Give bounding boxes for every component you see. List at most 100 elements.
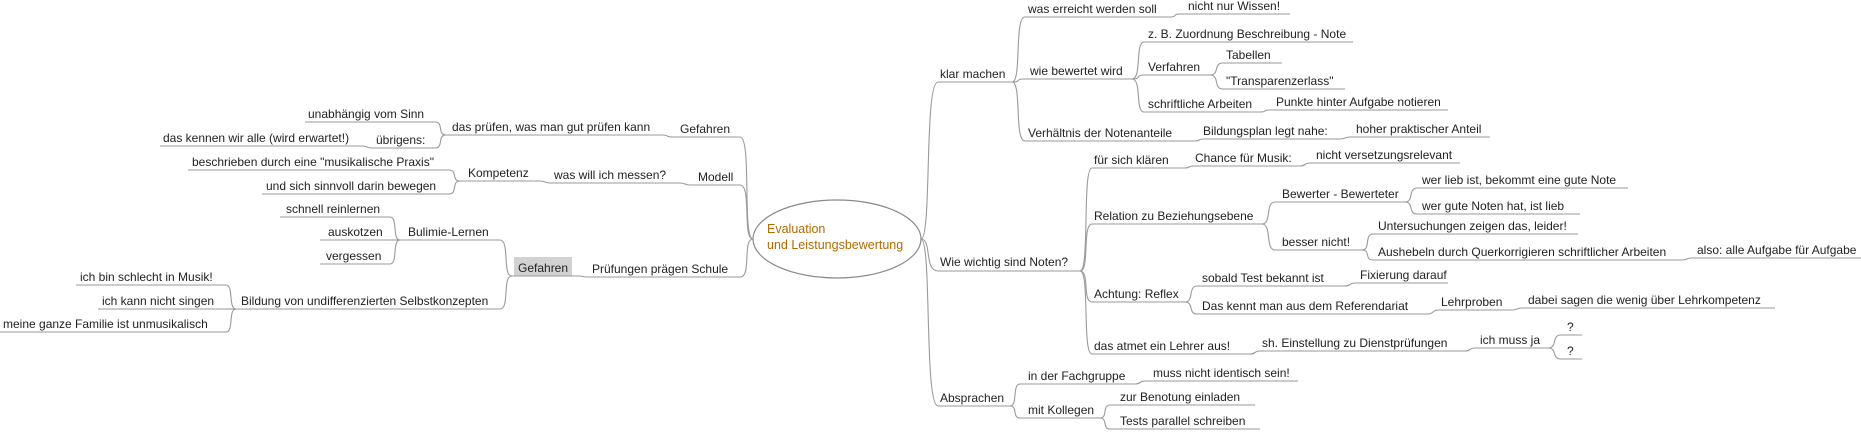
node-vergessen[interactable]: vergessen [326,249,381,263]
node-meine[interactable]: meine ganze Familie ist unmusikalisch [3,317,208,331]
node-modell[interactable]: Modell [698,170,733,184]
node-kompetenz[interactable]: Kompetenz [468,166,529,180]
edge [661,134,673,138]
node-nicht-versetzung[interactable]: nicht versetzungsrelevant [1316,148,1453,162]
edge [1169,13,1181,18]
node-pruefungen[interactable]: Prüfungen prägen Schule [592,262,728,276]
node-uebrigens[interactable]: übrigens: [376,133,425,147]
edge [1547,347,1562,360]
node-q2[interactable]: ? [1567,344,1574,358]
node-wie-bewertet[interactable]: wie bewertet wird [1029,64,1123,78]
edge [1261,201,1276,225]
node-relation[interactable]: Relation zu Beziehungsebene [1094,209,1254,223]
edge [389,239,401,265]
node-achtung[interactable]: Achtung: Reflex [1094,287,1179,301]
node-aushebeln[interactable]: Aushebeln durch Querkorrigieren schriftl… [1378,245,1666,259]
node-muss-nicht[interactable]: muss nicht identisch sein! [1153,366,1290,380]
node-fachgruppe[interactable]: in der Fachgruppe [1028,369,1126,383]
gefahren-highlight [514,257,572,276]
edge [361,145,373,149]
edge [1131,41,1145,80]
edge [1009,405,1021,419]
node-transparenz[interactable]: "Transparenzerlass" [1226,74,1333,88]
edge-root-modell [739,184,754,240]
node-was-messen[interactable]: was will ich messen? [553,168,666,182]
node-also-alle[interactable]: also: alle Aufgabe für Aufgabe [1697,243,1857,257]
node-und-sich[interactable]: und sich sinnvoll darin bewegen [266,179,436,193]
node-q1[interactable]: ? [1567,320,1574,334]
edge [1249,350,1261,355]
root-title-line1: Evaluation [767,222,825,236]
node-klar-machen[interactable]: klar machen [940,67,1005,81]
node-atmet[interactable]: das atmet ein Lehrer aus! [1094,339,1230,353]
node-gefahren-top[interactable]: Gefahren [680,122,730,136]
node-absprachen[interactable]: Absprachen [940,391,1004,405]
edge [1339,136,1351,140]
edge [448,169,461,182]
node-fixierung[interactable]: Fixierung darauf [1360,268,1447,282]
node-punkte[interactable]: Punkte hinter Aufgabe notieren [1276,95,1441,109]
node-das-kennt[interactable]: Das kennt man aus dem Referendariat [1202,299,1409,313]
node-unabhaengig[interactable]: unabhängig vom Sinn [308,107,424,121]
edge [225,284,237,310]
node-hoher[interactable]: hoher praktischer Anteil [1356,122,1481,136]
edge [1009,383,1021,407]
node-chance[interactable]: Chance für Musik: [1195,151,1292,165]
edge [1011,16,1026,83]
node-verhaeltnis[interactable]: Verhältnis der Notenanteile [1028,126,1172,140]
edge [1079,167,1093,272]
node-wie-wichtig[interactable]: Wie wichtig sind Noten? [940,255,1068,269]
edge [539,180,551,184]
node-bildungsplan[interactable]: Bildungsplan legt nahe: [1203,124,1328,138]
node-zuordnung[interactable]: z. B. Zuordnung Beschreibung - Note [1148,27,1346,41]
node-wer-gute[interactable]: wer gute Noten hat, ist lieb [1421,199,1564,213]
node-bulimie[interactable]: Bulimie-Lernen [408,225,489,239]
node-sobald[interactable]: sobald Test bekannt ist [1202,271,1325,285]
node-dabei[interactable]: dabei sagen die wenig über Lehrkompetenz [1528,293,1761,307]
edge [1184,301,1198,315]
edge [1099,417,1111,430]
edge [1131,74,1145,80]
edge [1011,81,1026,142]
node-nicht-nur-wissen[interactable]: nicht nur Wissen! [1188,0,1280,13]
node-tabellen[interactable]: Tabellen [1226,48,1271,62]
edge [1511,307,1523,311]
node-besser-nicht[interactable]: besser nicht! [1282,235,1350,249]
node-was-erreicht[interactable]: was erreicht werden soll [1027,2,1157,16]
node-mit-kollegen[interactable]: mit Kollegen [1028,403,1094,417]
edge [1404,201,1418,215]
edge [1099,404,1111,419]
node-ich-bin[interactable]: ich bin schlecht in Musik! [80,270,213,284]
edge [1361,233,1374,251]
root-title-line2: und Leistungsbewertung [767,238,903,252]
node-beschrieben[interactable]: beschrieben durch eine "musikalische Pra… [192,155,434,169]
node-ich-muss[interactable]: ich muss ja [1480,333,1540,347]
node-gefahren-highlight[interactable]: Gefahren [518,261,568,275]
edge [1079,223,1093,272]
edge [1681,257,1693,261]
edge [1427,309,1439,315]
edge [1259,109,1271,113]
node-lehrproben[interactable]: Lehrproben [1441,295,1502,309]
node-untersuchungen[interactable]: Untersuchungen zeigen das, leider! [1378,219,1567,233]
node-das-kennen[interactable]: das kennen wir alle (wird erwartet!) [163,131,349,145]
node-bewerter[interactable]: Bewerter - Bewerteter [1282,187,1399,201]
node-fuer-sich[interactable]: für sich klären [1094,153,1169,167]
node-verfahren[interactable]: Verfahren [1148,60,1200,74]
node-das-pruefen[interactable]: das prüfen, was man gut prüfen kann [452,120,650,134]
node-einstellung[interactable]: sh. Einstellung zu Dienstprüfungen [1262,336,1447,350]
edge [499,239,513,277]
edge-root-absprachen [920,238,939,407]
node-tests-parallel[interactable]: Tests parallel schreiben [1120,414,1245,428]
node-benotung[interactable]: zur Benotung einladen [1120,390,1240,404]
node-schnell[interactable]: schnell reinlernen [286,202,380,216]
edge [1134,380,1146,385]
edge [225,308,237,333]
node-ich-kann[interactable]: ich kann nicht singen [102,294,214,308]
edge [1261,223,1276,251]
node-wer-lieb[interactable]: wer lieb ist, bekommt eine gute Note [1421,173,1616,187]
node-bildung[interactable]: Bildung von undifferenzierten Selbstkonz… [241,294,488,308]
node-auskotzen[interactable]: auskotzen [328,225,383,239]
node-schriftliche[interactable]: schriftliche Arbeiten [1148,97,1252,111]
